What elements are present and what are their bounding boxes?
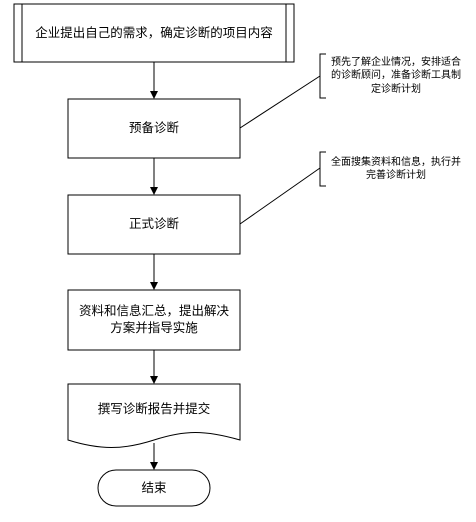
formal-note-text: 全面搜集资料和信息，执行并 完善诊断计划	[331, 156, 461, 182]
prep-note-bracket	[239, 53, 326, 129]
summary-box	[67, 289, 241, 351]
report-step-label: 撰写诊断报告并提交	[97, 400, 211, 416]
summary-step-label: 资料和信息汇总，提出解决 方案并指导实施	[78, 303, 229, 335]
formal-box	[67, 194, 241, 255]
prep-note-text: 预先了解企业情况，安排适合 的诊断顾问，准备诊断工具制 定诊断计划	[331, 56, 461, 95]
formal-step-label: 正式诊断	[128, 216, 179, 232]
start-process-box	[13, 3, 295, 63]
end-step-label: 结束	[141, 479, 167, 495]
start-step-label: 企业提出自己的需求，确定诊断的项目内容	[35, 24, 273, 40]
report-document-shape	[67, 383, 241, 448]
end-terminator	[97, 469, 211, 507]
prep-step-label: 预备诊断	[128, 120, 179, 136]
prep-box	[67, 98, 241, 159]
formal-note-bracket	[239, 151, 326, 225]
